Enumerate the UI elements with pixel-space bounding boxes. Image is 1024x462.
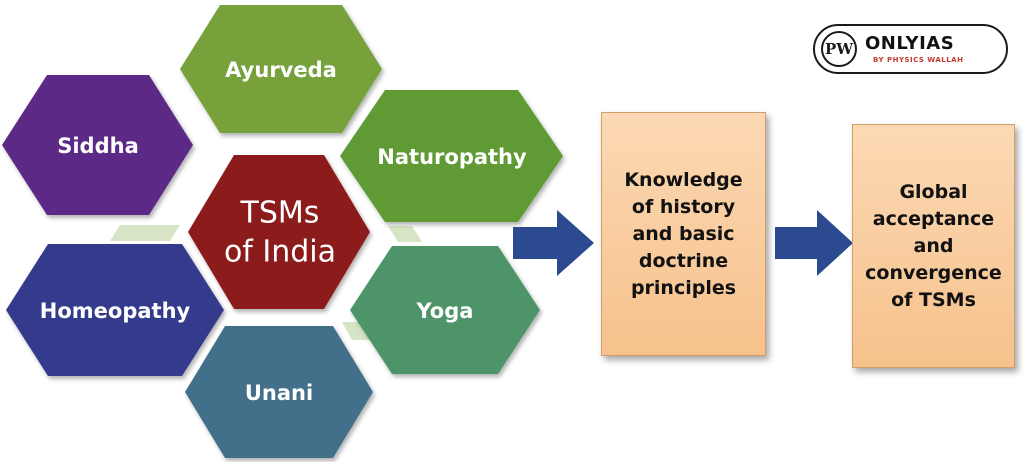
box-line: and basic	[632, 222, 735, 245]
hexagon-naturopathy	[340, 90, 563, 222]
label-yoga: Yoga	[416, 299, 474, 323]
label-unani: Unani	[245, 381, 313, 405]
hexagon-yoga	[350, 246, 540, 374]
connector-shape	[342, 322, 370, 340]
label-homeopathy: Homeopathy	[40, 299, 191, 323]
global-acceptance-box-text: Global acceptance and convergence of TSM…	[865, 179, 1002, 314]
label-siddha: Siddha	[57, 134, 139, 158]
box-line: principles	[630, 276, 737, 299]
label-tsms-line-1: TSMs	[240, 196, 320, 231]
box-line: doctrine	[638, 249, 729, 272]
box-line: and	[913, 234, 954, 257]
onlyias-logo: PW ONLYIAS BY PHYSICS WALLAH	[813, 24, 1008, 74]
label-ayurveda: Ayurveda	[225, 58, 337, 82]
box-line: Global	[899, 180, 968, 203]
hexagon-homeopathy	[6, 244, 224, 376]
hexagon-ayurveda	[180, 5, 382, 133]
arrow-right-icon	[513, 210, 594, 276]
box-line: of TSMs	[891, 288, 976, 311]
global-acceptance-box: Global acceptance and convergence of TSM…	[852, 124, 1015, 368]
logo-tagline: BY PHYSICS WALLAH	[873, 56, 964, 64]
connector-shape	[388, 226, 422, 242]
box-line: of history	[631, 195, 736, 218]
knowledge-box: Knowledge of history and basic doctrine …	[601, 112, 766, 356]
arrow-right-icon	[775, 210, 853, 276]
hexagon-tsms-of-india	[188, 155, 370, 309]
box-line: convergence	[865, 261, 1002, 284]
pw-emblem-icon: PW	[821, 31, 857, 67]
label-tsms-line-2: of India	[224, 235, 336, 270]
hexagon-unani	[185, 326, 373, 458]
hexagon-siddha	[2, 75, 193, 215]
knowledge-box-text: Knowledge of history and basic doctrine …	[624, 167, 742, 302]
box-line: acceptance	[872, 207, 995, 230]
connector-shape	[110, 225, 180, 241]
logo-name: ONLYIAS	[865, 33, 955, 54]
box-line: Knowledge	[624, 168, 743, 191]
label-naturopathy: Naturopathy	[377, 145, 527, 169]
